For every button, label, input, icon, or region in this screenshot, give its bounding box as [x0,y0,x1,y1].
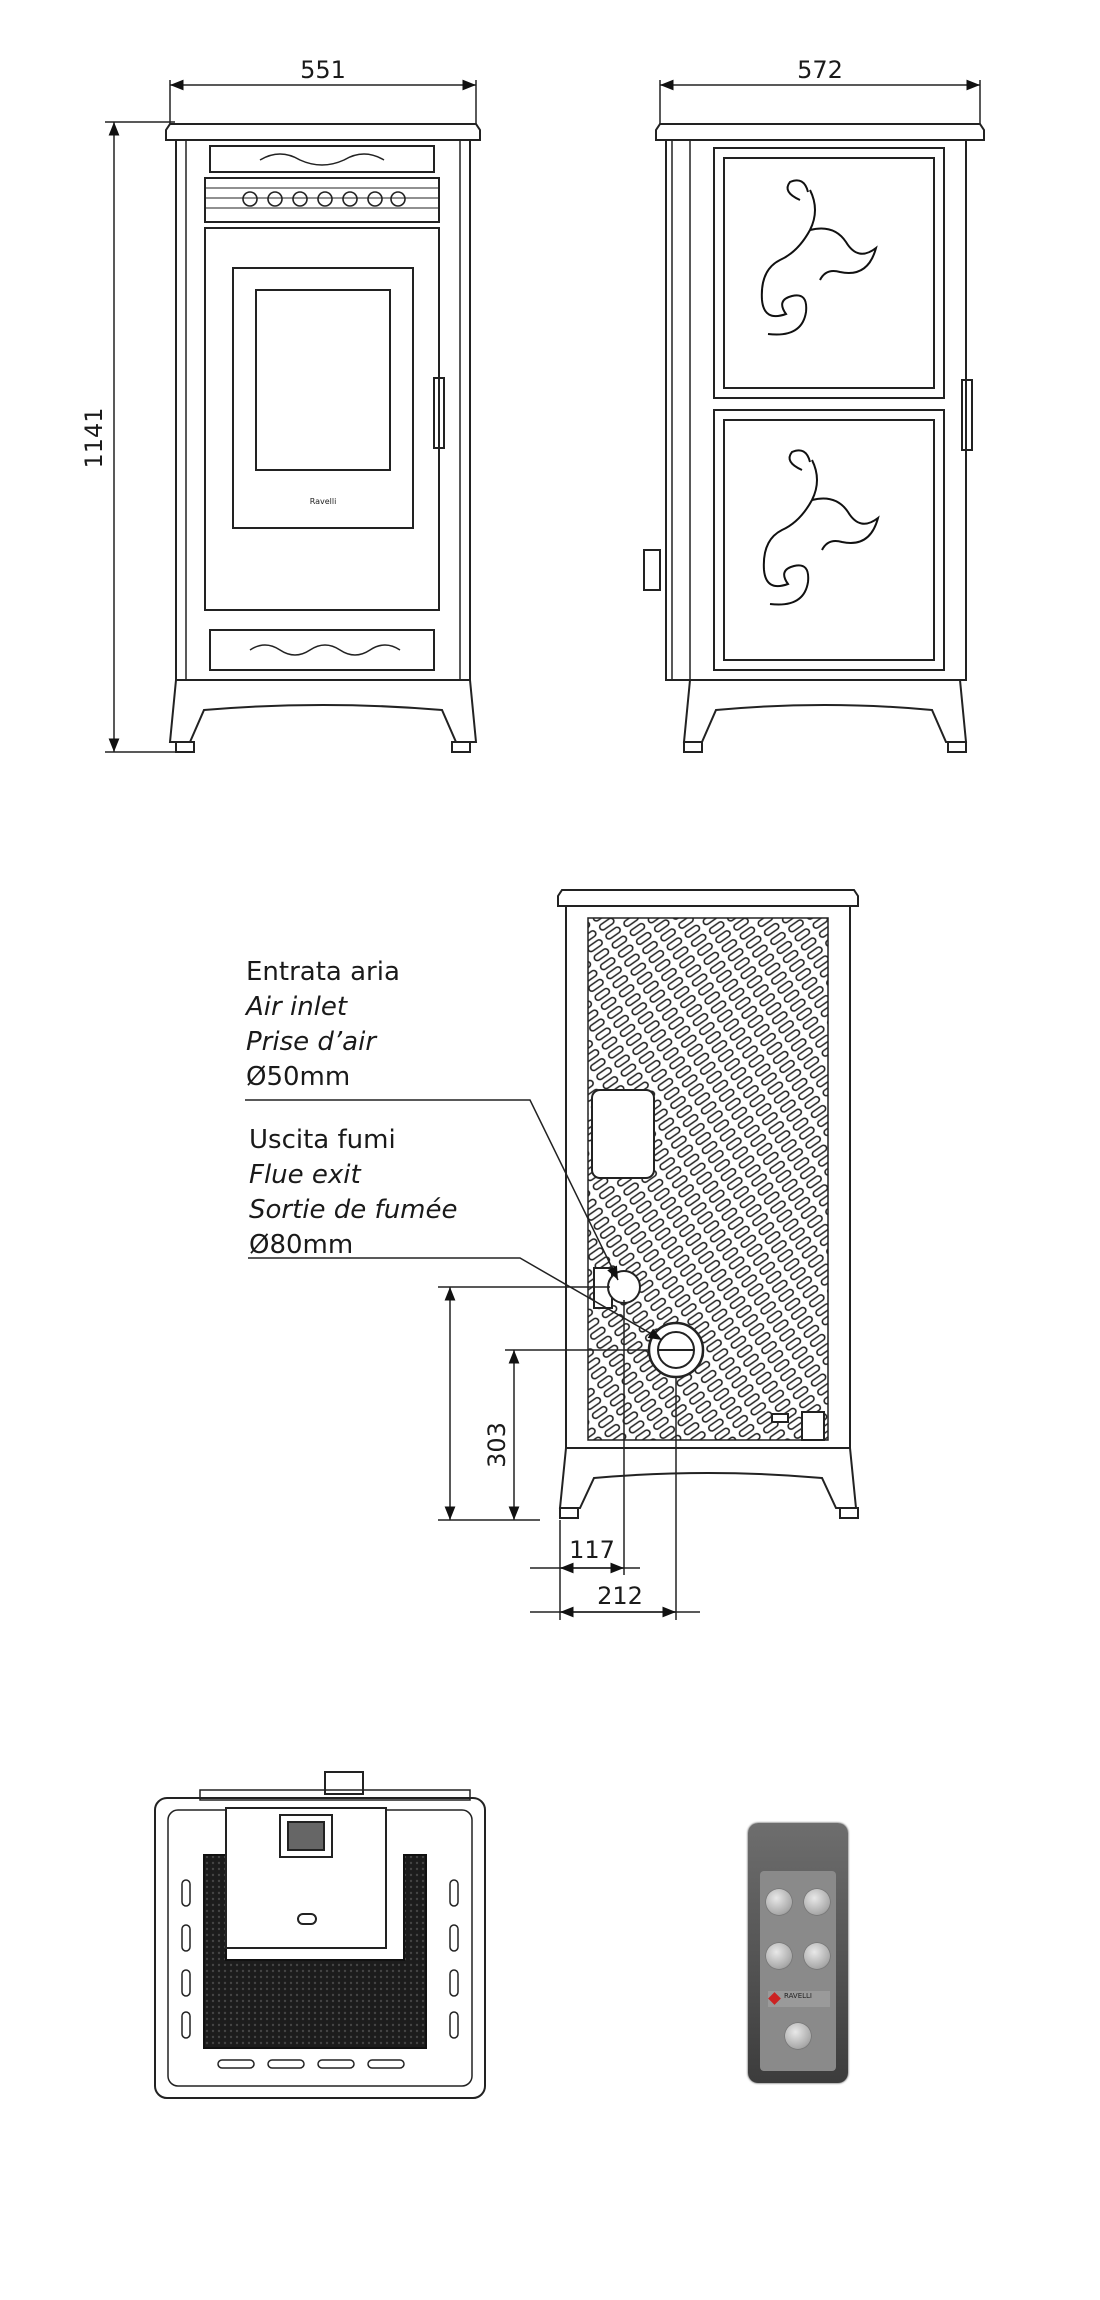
front-height-dim: 1141 [80,407,108,468]
flue-exit-fr: Sortie de fumée [249,1195,458,1225]
remote-brand: RAVELLI [768,1991,830,2007]
rear-flue-offset-dim: 212 [597,1582,643,1610]
remote-control: RAVELLI [748,1823,848,2083]
air-inlet-en: Air inlet [246,992,348,1022]
top-view [154,1771,486,2099]
air-inlet-fr: Prise d’air [246,1027,377,1057]
flue-exit-diameter: Ø80mm [249,1230,354,1260]
rear-height-dim: 303 [483,1422,511,1468]
remote-button [804,1889,830,1915]
remote-button [766,1943,792,1969]
front-brand-mark: Ravelli [310,497,337,506]
air-inlet-diameter: Ø50mm [246,1062,351,1092]
front-width-dim: 551 [300,56,346,84]
brand-logo-icon [768,1992,781,2005]
remote-button [785,2023,811,2049]
front-view [105,79,481,753]
remote-button [804,1943,830,1969]
air-inlet-label: Entrata aria Air inlet Prise d’air Ø50mm [246,955,400,1095]
side-view [643,79,985,753]
flue-exit-label: Uscita fumi Flue exit Sortie de fumée Ø8… [249,1123,458,1263]
side-floral-ornament [760,179,880,606]
remote-button [766,1889,792,1915]
rear-air-offset-dim: 117 [569,1536,615,1564]
air-inlet-it: Entrata aria [246,957,400,987]
side-depth-dim: 572 [797,56,843,84]
flue-exit-it: Uscita fumi [249,1125,396,1155]
flue-exit-en: Flue exit [249,1160,361,1190]
rear-leaders [245,1099,700,1620]
rear-view [557,889,859,1519]
